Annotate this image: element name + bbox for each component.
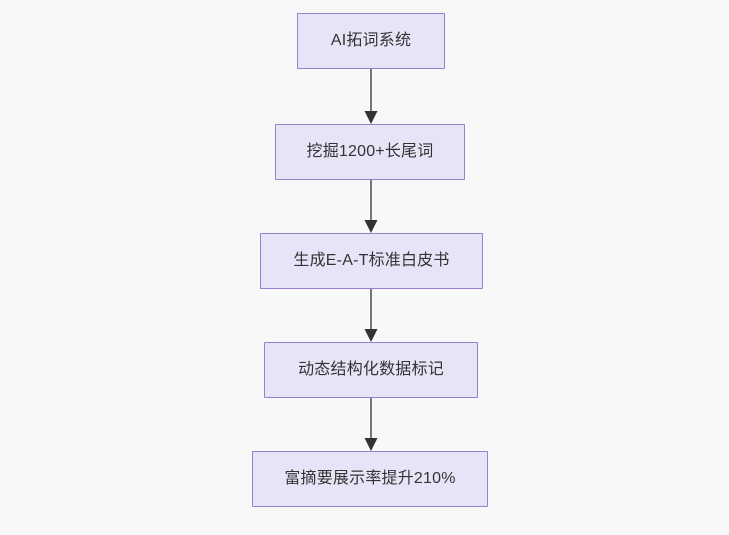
flowchart-node-mine-longtail-keywords[interactable]: 挖掘1200+长尾词	[275, 124, 465, 180]
flowchart-node-ai-keyword-system[interactable]: AI拓词系统	[297, 13, 445, 69]
node-label: 挖掘1200+长尾词	[306, 143, 434, 160]
edge-connector-1	[361, 69, 381, 124]
node-label: 动态结构化数据标记	[298, 361, 444, 378]
edge-arrow-svg-3	[364, 289, 378, 342]
arrowhead-icon-2	[364, 220, 378, 233]
edge-connector-3	[361, 289, 381, 342]
edge-arrow-svg-2	[364, 180, 378, 233]
edge-arrow-svg-1	[364, 69, 378, 124]
node-label: AI拓词系统	[330, 32, 412, 49]
arrowhead-icon-1	[364, 111, 378, 124]
flowchart-node-dynamic-structured-data[interactable]: 动态结构化数据标记	[264, 342, 478, 398]
flowchart-node-generate-eat-whitepaper[interactable]: 生成E-A-T标准白皮书	[260, 233, 483, 289]
edge-arrow-svg-4	[364, 398, 378, 451]
node-label: 富摘要展示率提升210%	[284, 470, 456, 487]
arrowhead-icon-4	[364, 438, 378, 451]
edge-connector-4	[361, 398, 381, 451]
arrowhead-icon-3	[364, 329, 378, 342]
flowchart-node-rich-snippet-uplift[interactable]: 富摘要展示率提升210%	[252, 451, 488, 507]
node-label: 生成E-A-T标准白皮书	[293, 252, 450, 269]
edge-connector-2	[361, 180, 381, 233]
